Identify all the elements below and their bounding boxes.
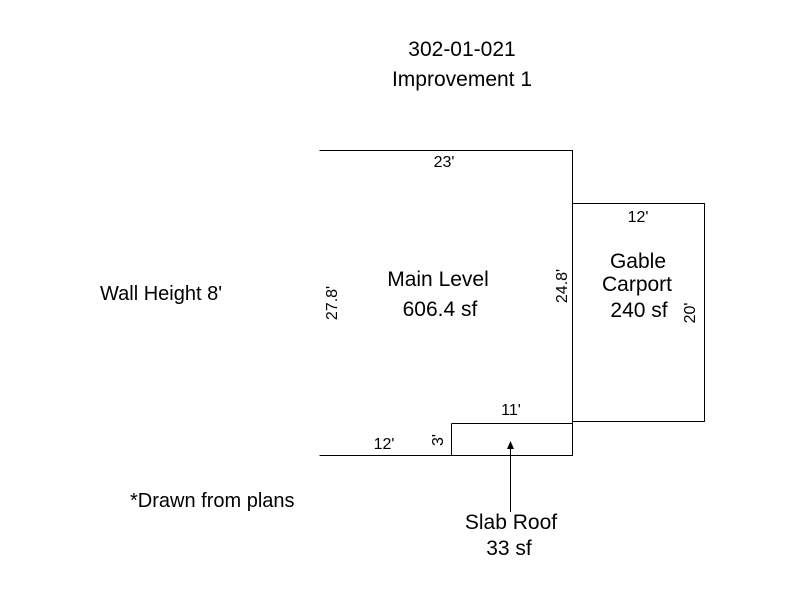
main-dim-right: 24.8'	[554, 269, 571, 303]
parcel-id: 302-01-021	[408, 38, 515, 61]
slab-leader-arrow-icon	[507, 441, 514, 449]
slab-roof-area: 33 sf	[486, 537, 532, 560]
main-dim-top: 23'	[434, 154, 455, 171]
main-level-name: Main Level	[387, 268, 489, 291]
carport-area: 240 sf	[610, 299, 667, 322]
improvement-title: Improvement 1	[392, 68, 532, 91]
carport-dim-top: 12'	[628, 209, 649, 226]
carport-outline	[572, 203, 705, 422]
slab-dim-top: 11'	[501, 402, 521, 419]
carport-name-line2: Carport	[602, 273, 672, 296]
main-level-area: 606.4 sf	[403, 298, 478, 321]
slab-roof-name: Slab Roof	[465, 511, 557, 534]
slab-roof-outline	[451, 423, 573, 456]
carport-name-line1: Gable	[610, 250, 666, 273]
carport-dim-right: 20'	[682, 303, 699, 324]
drawn-from-note: *Drawn from plans	[130, 490, 295, 512]
main-dim-bottom: 12'	[374, 436, 395, 453]
main-dim-step: 3'	[430, 434, 447, 446]
main-dim-left: 27.8'	[324, 286, 341, 320]
wall-height-note: Wall Height 8'	[100, 283, 222, 305]
